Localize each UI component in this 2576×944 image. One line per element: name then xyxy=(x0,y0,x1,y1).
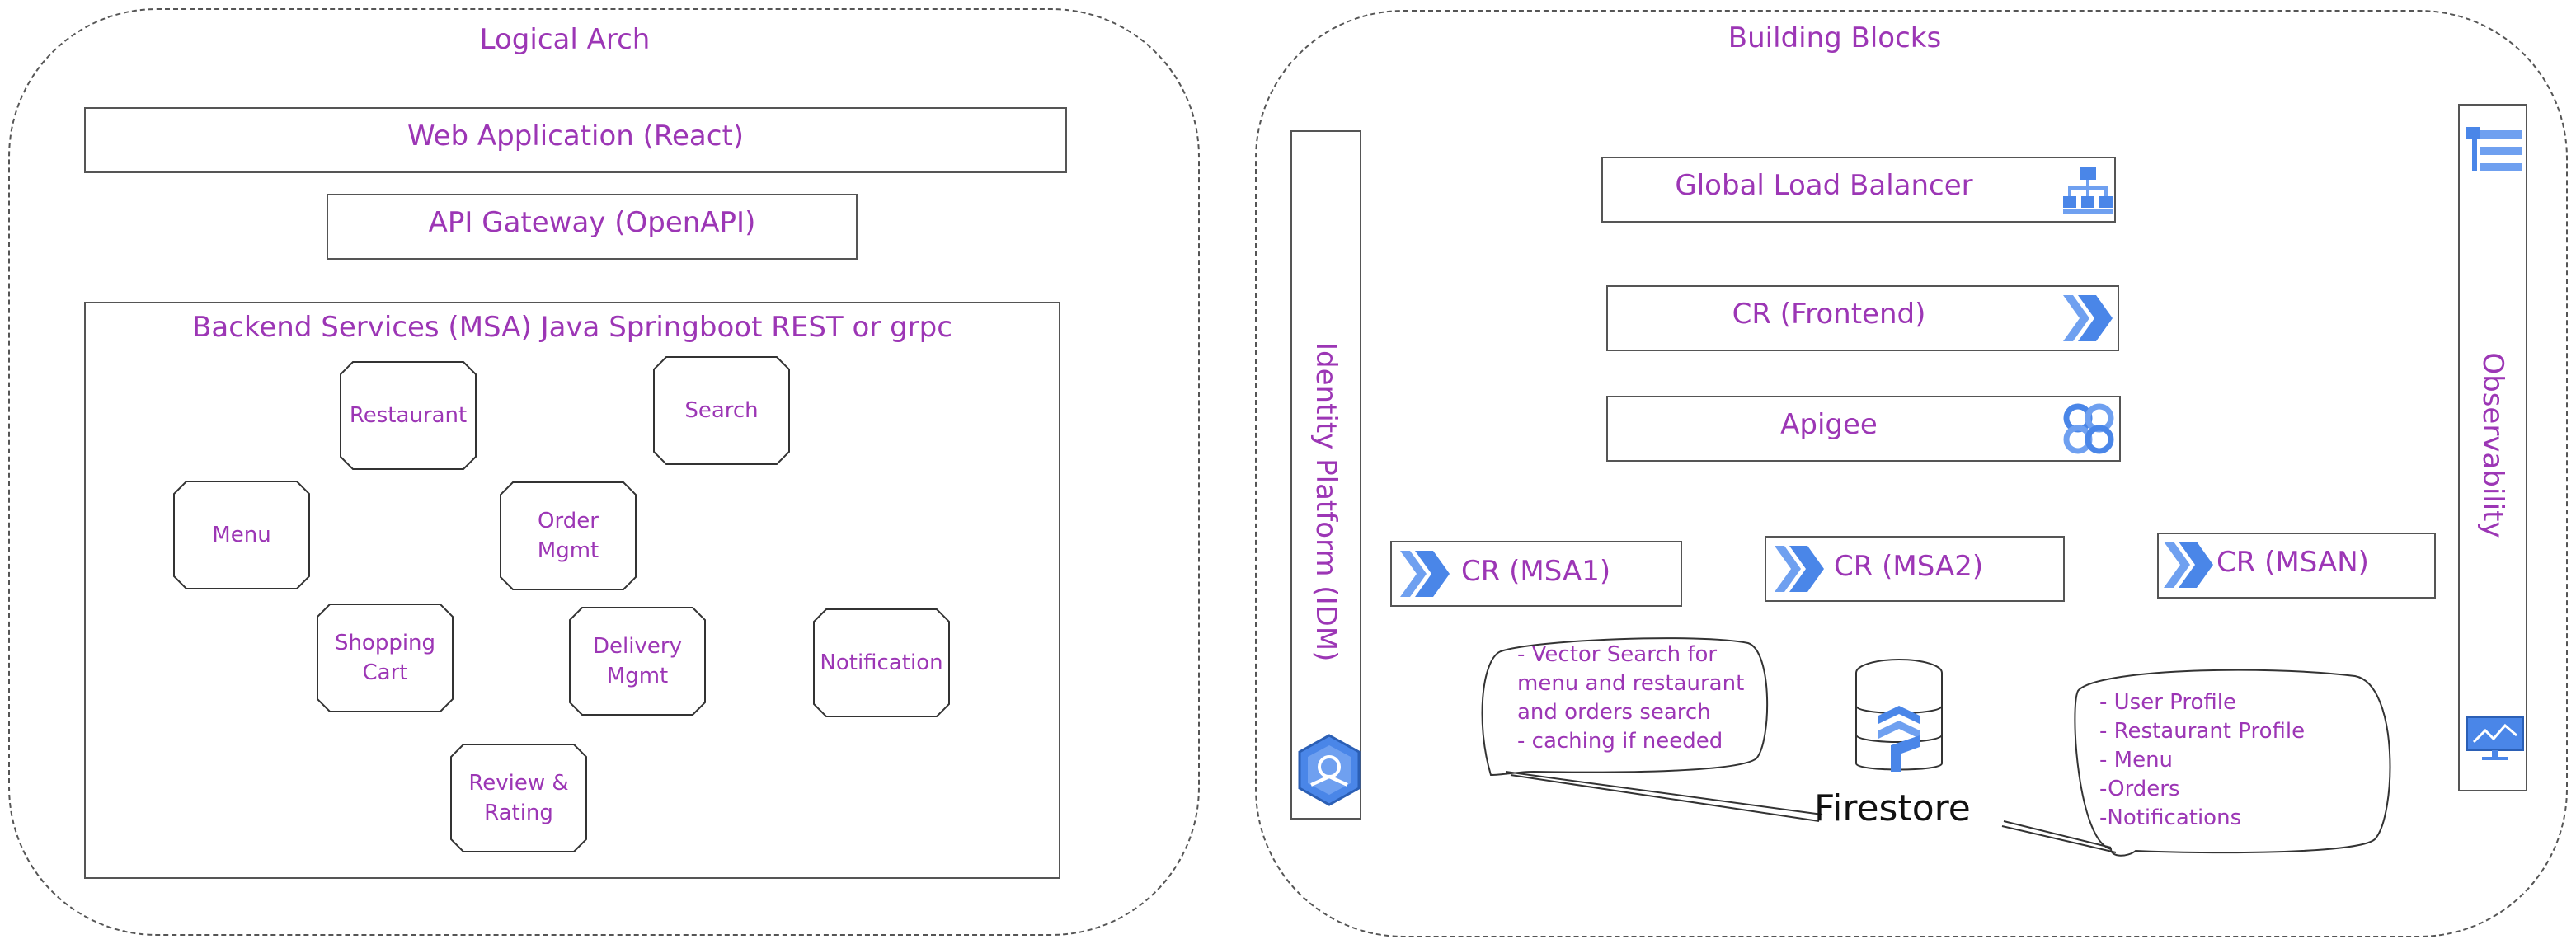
building-blocks-region xyxy=(1255,10,2568,937)
logical-arch-title: Logical Arch xyxy=(479,23,651,56)
cr-msa1-label: CR (MSA1) xyxy=(1461,555,1611,588)
cloud-run-icon xyxy=(2164,542,2213,588)
cr-msan-label: CR (MSAN) xyxy=(2216,546,2369,579)
web-application-label: Web Application (React) xyxy=(407,120,745,153)
apigee-icon xyxy=(2063,403,2114,454)
service-restaurant: Restaurant xyxy=(340,361,477,470)
api-gateway-box xyxy=(327,194,858,260)
service-delivery-mgmt: Delivery Mgmt xyxy=(569,607,706,716)
service-review-rating: Review & Rating xyxy=(450,744,587,852)
service-search: Search xyxy=(653,356,790,465)
service-menu-label: Menu xyxy=(212,523,271,547)
cr-frontend-box xyxy=(1606,285,2119,351)
service-delivery-mgmt-label: Delivery Mgmt xyxy=(593,634,682,688)
cr-msa2-label: CR (MSA2) xyxy=(1834,550,1984,583)
service-notification-label: Notification xyxy=(820,650,943,675)
load-balancer-icon xyxy=(2063,167,2113,214)
logical-arch-region xyxy=(8,8,1200,936)
firestore-data-note: - User Profile - Restaurant Profile - Me… xyxy=(2099,690,2306,830)
building-blocks-title: Building Blocks xyxy=(1728,21,1942,54)
api-gateway-label: API Gateway (OpenAPI) xyxy=(428,206,756,239)
global-load-balancer-label: Global Load Balancer xyxy=(1675,169,1973,202)
vector-search-note: - Vector Search for menu and restaurant … xyxy=(1517,642,1745,754)
service-review-rating-label: Review & Rating xyxy=(468,771,569,825)
service-order-mgmt-label: Order Mgmt xyxy=(537,509,599,563)
cloud-run-icon xyxy=(2063,295,2113,341)
service-shopping-cart: Shopping Cart xyxy=(317,604,454,712)
service-restaurant-label: Restaurant xyxy=(349,403,468,428)
service-search-label: Search xyxy=(684,398,759,423)
observability-icon xyxy=(2466,127,2522,171)
identity-platform-icon xyxy=(1298,734,1361,806)
service-menu: Menu xyxy=(173,481,310,589)
backend-services-title: Backend Services (MSA) Java Springboot R… xyxy=(192,311,952,344)
apigee-box xyxy=(1606,396,2121,462)
service-order-mgmt: Order Mgmt xyxy=(500,481,637,590)
apigee-label: Apigee xyxy=(1780,408,1878,441)
firestore-icon xyxy=(1855,659,1943,772)
identity-platform-bar xyxy=(1290,130,1361,820)
service-shopping-cart-label: Shopping Cart xyxy=(334,631,436,685)
global-load-balancer-box xyxy=(1601,157,2116,223)
observability-bar xyxy=(2458,104,2527,791)
firestore-label: Firestore xyxy=(1814,787,1971,829)
cloud-run-icon xyxy=(1775,546,1824,592)
web-application-box xyxy=(84,107,1067,173)
service-notification: Notification xyxy=(813,608,950,717)
cloud-run-icon xyxy=(1400,551,1450,597)
cr-frontend-label: CR (Frontend) xyxy=(1732,298,1926,331)
monitoring-icon xyxy=(2466,716,2524,760)
